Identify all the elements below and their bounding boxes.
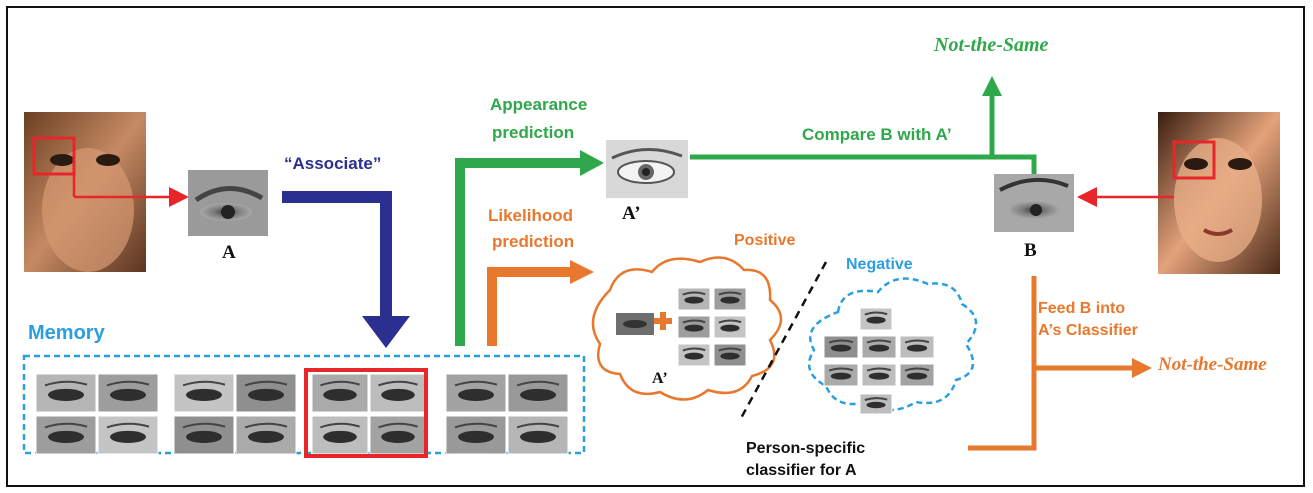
compare-arrow [690, 76, 1037, 176]
classifier-label-line1: Person-specific [746, 440, 866, 457]
plus-icon [654, 312, 672, 330]
eye-a-prime-image [606, 140, 688, 198]
positive-eye-thumbnails [616, 287, 747, 367]
diagram-frame [6, 6, 1305, 487]
a-prime-label: A’ [622, 203, 641, 224]
b-label: B [1024, 240, 1037, 261]
classifier-label-line2: classifier for A [746, 462, 857, 479]
classifier-divider [738, 261, 828, 421]
a-label: A [222, 242, 236, 263]
appearance-prediction-label-line1: Appearance [490, 95, 588, 114]
negative-eye-thumbnails [823, 307, 935, 415]
face-right-image [1158, 112, 1280, 274]
feed-classifier-arrow [968, 276, 1152, 451]
positive-label: Positive [734, 232, 796, 249]
associate-arrow [282, 191, 410, 348]
appearance-prediction-label-line2: prediction [492, 123, 575, 142]
not-the-same-right-label: Not-the-Same [1158, 354, 1267, 375]
likelihood-prediction-arrow [487, 260, 594, 346]
feed-classifier-label-line2: A’s Classifier [1038, 322, 1138, 339]
a-prime-cloud-label: A’ [652, 370, 668, 387]
eye-a-image [188, 170, 268, 236]
negative-cloud [807, 277, 978, 412]
eye-b-image [994, 174, 1074, 232]
compare-label: Compare B with A’ [802, 125, 952, 144]
memory-box [22, 354, 586, 455]
negative-label: Negative [846, 256, 913, 273]
selected-memory-highlight [304, 368, 428, 458]
appearance-prediction-arrow [455, 150, 604, 346]
memory-eye-thumbnails [35, 373, 569, 455]
feed-classifier-label-line1: Feed B into [1038, 300, 1126, 317]
face-left-image [24, 112, 146, 272]
likelihood-prediction-label-line2: prediction [492, 232, 575, 251]
likelihood-prediction-label-line1: Likelihood [488, 206, 573, 225]
not-the-same-top-label: Not-the-Same [934, 34, 1049, 56]
memory-label: Memory [28, 322, 105, 344]
associate-label: “Associate” [284, 154, 382, 173]
